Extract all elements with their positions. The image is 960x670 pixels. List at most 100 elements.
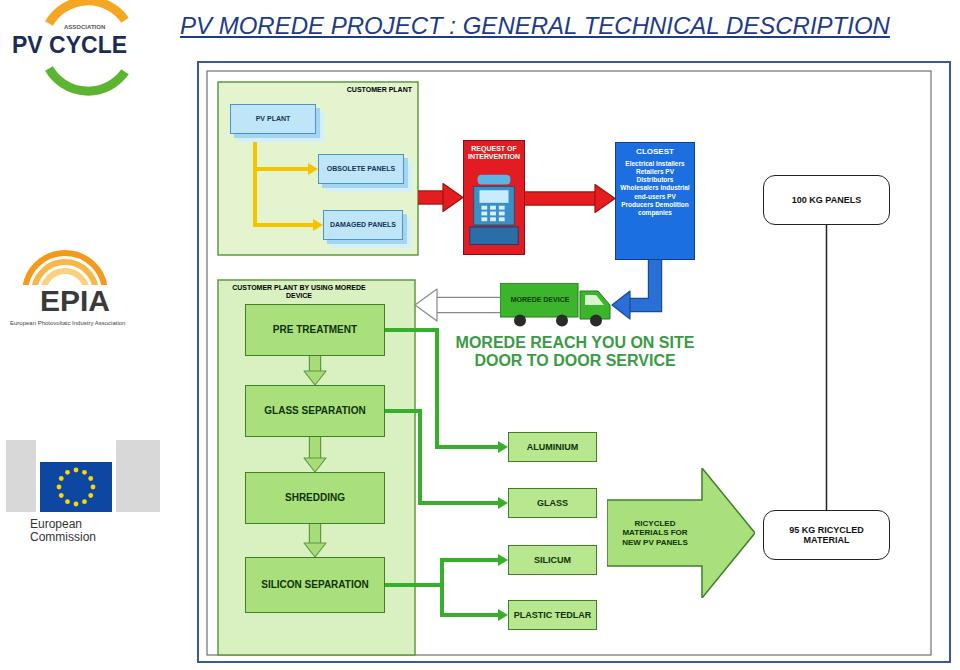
weight-box: 100 KG PANELS [763, 175, 890, 225]
arrow-heads [415, 289, 437, 321]
logo-arc [49, 69, 125, 92]
flag-star [74, 502, 79, 507]
arrow-heads [308, 163, 318, 175]
truck-wheel [590, 315, 602, 327]
phone-key [490, 206, 496, 210]
flag-star [74, 468, 79, 473]
arrow-head [498, 609, 508, 621]
connector-line [255, 134, 309, 169]
flag-star [57, 485, 62, 490]
connector-line [385, 560, 499, 585]
connector-line [310, 524, 320, 544]
node-text: DAMAGED PANELS [330, 221, 396, 229]
arrow-heads [612, 291, 630, 319]
process-box: SILICON SEPARATION [245, 557, 385, 613]
flag-star [59, 493, 64, 498]
connector [612, 260, 655, 319]
flag-star [59, 476, 64, 481]
node-text: GLASS [537, 498, 568, 508]
flag-star [82, 499, 87, 504]
flag-star [65, 499, 70, 504]
device-panel: CUSTOMER PLANT BY USING MOREDE DEVICEPRE… [218, 280, 415, 655]
request-box: REQUEST OF INTERVENTION [463, 140, 525, 255]
arrow-head [304, 543, 326, 557]
arrow-heads [498, 497, 508, 509]
node-text: OBSOLETE PANELS [327, 165, 395, 173]
connector [304, 524, 326, 557]
logo-strip [6, 440, 36, 512]
node-text: 95 KG RICYCLED MATERIAL [772, 525, 881, 546]
connector-line [310, 437, 320, 459]
process-box: SHREDDING [245, 472, 385, 524]
arrow-head [498, 554, 508, 566]
connector [385, 554, 508, 585]
connector-line [826, 225, 828, 510]
logo-arc [49, 1, 125, 24]
panel-stack: DAMAGED PANELS [323, 210, 403, 240]
truck: MOREDE DEVICE [500, 283, 612, 327]
logo-strip [116, 440, 160, 512]
node-text: CLOSEST [636, 147, 674, 157]
material-box: PLASTIC TEDLAR [508, 600, 597, 630]
logo-text: European Photovoltaic Industry Associati… [10, 320, 160, 327]
logo-name: PV CYCLE [12, 33, 152, 58]
connector [385, 585, 508, 621]
arrow-heads [313, 219, 323, 231]
outer-frame [198, 62, 950, 662]
connector-outline [309, 524, 321, 544]
truck-wheel [514, 315, 526, 327]
node-body: Electrical Installers Retailers PV Distr… [619, 160, 691, 217]
arrow-head [304, 458, 326, 472]
connector [415, 289, 500, 321]
truck-illustration [500, 283, 612, 327]
connector-line [629, 260, 655, 305]
connector-outline [418, 190, 444, 204]
phone-key [499, 212, 505, 216]
phone-key [490, 212, 496, 216]
logo-text: ASSOCIATION [64, 24, 124, 31]
connector [304, 437, 326, 472]
panel-fill [218, 82, 418, 255]
node-text: PLASTIC TEDLAR [514, 610, 592, 620]
arrow-heads [443, 184, 463, 212]
arrow-shape [607, 468, 755, 598]
material-box: ALUMINIUM [508, 432, 597, 462]
arrow-head [443, 184, 463, 212]
node-text: SILICUM [534, 555, 571, 565]
node-text: 100 KG PANELS [792, 195, 861, 205]
logo-name: European Commission [30, 518, 120, 544]
panel-stack: PV PLANT [230, 104, 316, 134]
node-text: REQUEST OF INTERVENTION [467, 145, 521, 161]
node-text: RICYCLED MATERIALS FOR NEW PV PANELS [613, 519, 697, 547]
arrow-heads [304, 543, 326, 557]
arrow-head [612, 291, 630, 319]
flag-star [82, 470, 87, 475]
block-arrow: RICYCLED MATERIALS FOR NEW PV PANELS [607, 468, 755, 598]
phone-key [481, 206, 487, 210]
arrow-heads [304, 371, 326, 385]
connector-line [436, 298, 500, 312]
connector-outline [629, 260, 655, 305]
service-note: MOREDE REACH YOU ON SITE DOOR TO DOOR SE… [445, 334, 705, 369]
connector [385, 411, 508, 509]
panel-stack: OBSOLETE PANELS [318, 154, 404, 184]
truck-wheel [556, 315, 568, 327]
arrow-head [308, 163, 318, 175]
node-text: GLASS SEPARATION [264, 405, 365, 417]
arrow-head [498, 441, 508, 453]
arrow-heads [498, 554, 508, 566]
node-text: ALUMINIUM [527, 442, 579, 452]
flag-star [88, 476, 93, 481]
connector-outline [525, 191, 596, 205]
connector-line [525, 193, 596, 205]
connector [304, 356, 326, 385]
container-fills [218, 82, 418, 655]
arrow-head [595, 185, 615, 213]
phone-key [490, 217, 496, 221]
page-title: PV MOREDE PROJECT : GENERAL TECHNICAL DE… [180, 12, 890, 40]
flag-star [88, 493, 93, 498]
process-box: GLASS SEPARATION [245, 385, 385, 437]
connector-line [385, 411, 499, 503]
node-text: PRE TREATMENT [273, 324, 357, 336]
phone-screen [479, 190, 508, 203]
